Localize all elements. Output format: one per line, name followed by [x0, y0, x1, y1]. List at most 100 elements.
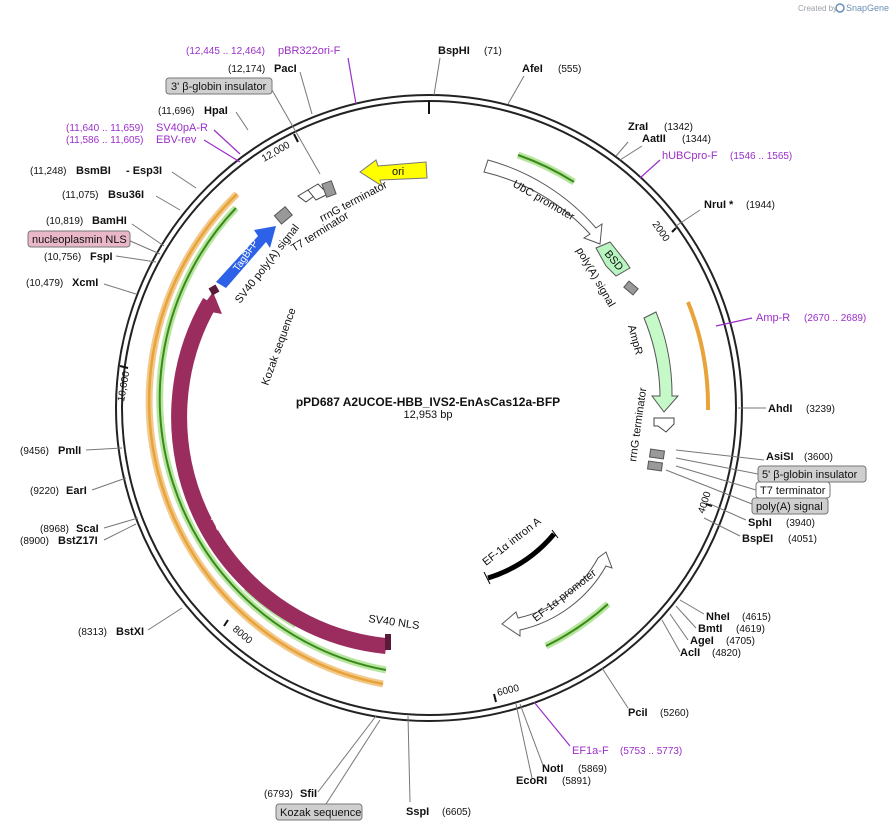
box-nucleoplasmin-nls[interactable]: nucleoplasmin NLS	[27, 230, 131, 248]
site-name: BamHI	[92, 215, 127, 227]
box-label: poly(A) signal	[756, 501, 823, 513]
box-kozak-sequence[interactable]: Kozak sequence	[275, 803, 363, 821]
site-name: BstZ17I	[58, 535, 98, 547]
site-name: ScaI	[76, 523, 99, 535]
site-name: EcoRI	[516, 775, 547, 787]
tick-10000: 10,000	[116, 365, 132, 403]
box-t7-terminator[interactable]: T7 terminator	[755, 481, 831, 499]
t7-right-block	[646, 460, 664, 472]
snapgene-logo-icon	[835, 3, 845, 13]
box-hbb5-insulator[interactable]: 5' β-globin insulator	[757, 465, 867, 483]
ef1a-intron-tick-right	[551, 529, 559, 539]
site-sfii[interactable]: (6793) SfiI	[264, 788, 317, 800]
tick-12000: 12,000	[260, 133, 299, 165]
site-name: XcmI	[72, 277, 98, 289]
site-agei[interactable]: AgeI (4705)	[690, 635, 755, 647]
primer-name: EBV-rev	[156, 134, 197, 146]
site-pos: (5260)	[660, 708, 689, 719]
box-hbb3-insulator[interactable]: 3' β-globin insulator	[165, 77, 273, 95]
tick-6000: 6000	[493, 683, 521, 703]
site-aatii[interactable]: AatII (1344)	[642, 133, 711, 145]
site-name: SspI	[406, 806, 429, 818]
site-name: PacI	[274, 63, 297, 75]
site-xcmi[interactable]: (10,479) XcmI	[26, 277, 98, 289]
site-hpai[interactable]: (11,696) HpaI	[158, 105, 228, 117]
site-name: AatII	[642, 133, 666, 145]
site-ahdi[interactable]: AhdI (3239)	[768, 403, 835, 415]
primer-sv40pa-r[interactable]: (11,640 .. 11,659) SV40pA-R	[66, 122, 208, 134]
site-acli[interactable]: AclI (4820)	[680, 647, 741, 659]
site-pos: (11,248)	[30, 166, 67, 177]
site-sphi[interactable]: SphI (3940)	[748, 517, 815, 529]
site-pos: (10,479)	[26, 278, 63, 289]
sv40-nls-block	[385, 634, 391, 650]
box-label: nucleoplasmin NLS	[32, 234, 127, 246]
site-bamhi[interactable]: (10,819) BamHI	[46, 215, 127, 227]
bsd-polya-block	[623, 280, 639, 296]
site-pos: (11,075)	[62, 190, 99, 201]
site-pcii[interactable]: PciI (5260)	[628, 707, 689, 719]
box-label: 5' β-globin insulator	[762, 469, 858, 481]
site-pos: (1342)	[664, 122, 693, 133]
ori-arrow	[359, 159, 428, 188]
site-pos: (8900)	[20, 536, 49, 547]
box-label: Kozak sequence	[280, 807, 361, 819]
site-name: BsmBI	[76, 165, 111, 177]
primer-pos: (1546 .. 1565)	[730, 151, 792, 162]
site-ecori[interactable]: EcoRI (5891)	[516, 775, 591, 787]
primer-pbr322ori-f[interactable]: (12,445 .. 12,464) pBR322ori-F	[186, 45, 341, 57]
box-polya-signal[interactable]: poly(A) signal	[751, 497, 829, 515]
site-name: BspEI	[742, 533, 773, 545]
site-pos: (5891)	[562, 776, 591, 787]
tick-4000: 4000	[696, 490, 713, 515]
site-asisi[interactable]: AsiSI (3600)	[766, 451, 833, 463]
site-pos: (5869)	[578, 764, 607, 775]
primer-name: Amp-R	[756, 312, 790, 324]
site-nhei[interactable]: NheI (4615)	[706, 611, 771, 623]
site-nrui[interactable]: NruI * (1944)	[704, 199, 775, 211]
site-noti[interactable]: NotI (5869)	[542, 763, 607, 775]
site-pos: (12,174)	[228, 64, 265, 75]
site-bspei[interactable]: BspEI (4051)	[742, 533, 817, 545]
site-name: PciI	[628, 707, 648, 719]
site-eari[interactable]: (9220) EarI	[30, 485, 87, 497]
ampr-label: AmpR	[625, 324, 645, 357]
tick-2000: 2000	[650, 219, 677, 244]
site-bmti[interactable]: BmtI (4619)	[698, 623, 765, 635]
site-name: NruI *	[704, 199, 734, 211]
primer-name: EF1a-F	[572, 745, 609, 757]
site-bstz17i[interactable]: (8900) BstZ17I	[20, 535, 98, 547]
site-pos: (4615)	[742, 612, 771, 623]
site-scai[interactable]: (8968) ScaI	[40, 523, 99, 535]
site-bsphi[interactable]: BspHI (71)	[438, 45, 502, 57]
site-bsmbi[interactable]: (11,248) BsmBI - Esp3I	[30, 165, 162, 177]
site-sspi[interactable]: SspI (6605)	[406, 806, 471, 818]
site-afei[interactable]: AfeI (555)	[522, 63, 581, 75]
site-bstxi[interactable]: (8313) BstXI	[78, 626, 144, 638]
primer-pos: (11,640 .. 11,659)	[66, 123, 143, 134]
site-pos: (9456)	[20, 446, 49, 457]
primer-ebv-rev[interactable]: (11,586 .. 11,605) EBV-rev	[66, 134, 197, 146]
leader-lines	[85, 57, 766, 805]
site-name: BstXI	[116, 626, 144, 638]
site-pos: (9220)	[30, 486, 59, 497]
site-name: AsiSI	[766, 451, 794, 463]
site-zrai[interactable]: ZraI (1342)	[628, 121, 693, 133]
site-name: ZraI	[628, 121, 648, 133]
site-bsu36i[interactable]: (11,075) Bsu36I	[62, 189, 144, 201]
primer-pos: (5753 .. 5773)	[620, 746, 682, 757]
site-name: SphI	[748, 517, 772, 529]
box-label: T7 terminator	[760, 485, 826, 497]
primer-ef1a-f[interactable]: EF1a-F (5753 .. 5773)	[572, 745, 682, 757]
site-fspi[interactable]: (10,756) FspI	[44, 251, 113, 263]
ef1a-promoter-arrow	[501, 551, 613, 637]
tick-label-2000: 2000	[650, 219, 672, 244]
site-pos: (3600)	[804, 452, 833, 463]
primer-hubcpro-f[interactable]: hUBCpro-F (1546 .. 1565)	[662, 150, 792, 162]
site-paci[interactable]: (12,174) PacI	[228, 63, 297, 75]
site-pmli[interactable]: (9456) PmlI	[20, 445, 81, 457]
site-name: BmtI	[698, 623, 722, 635]
primer-pos: (2670 .. 2689)	[804, 313, 866, 324]
primer-amp-r[interactable]: Amp-R (2670 .. 2689)	[756, 312, 866, 324]
